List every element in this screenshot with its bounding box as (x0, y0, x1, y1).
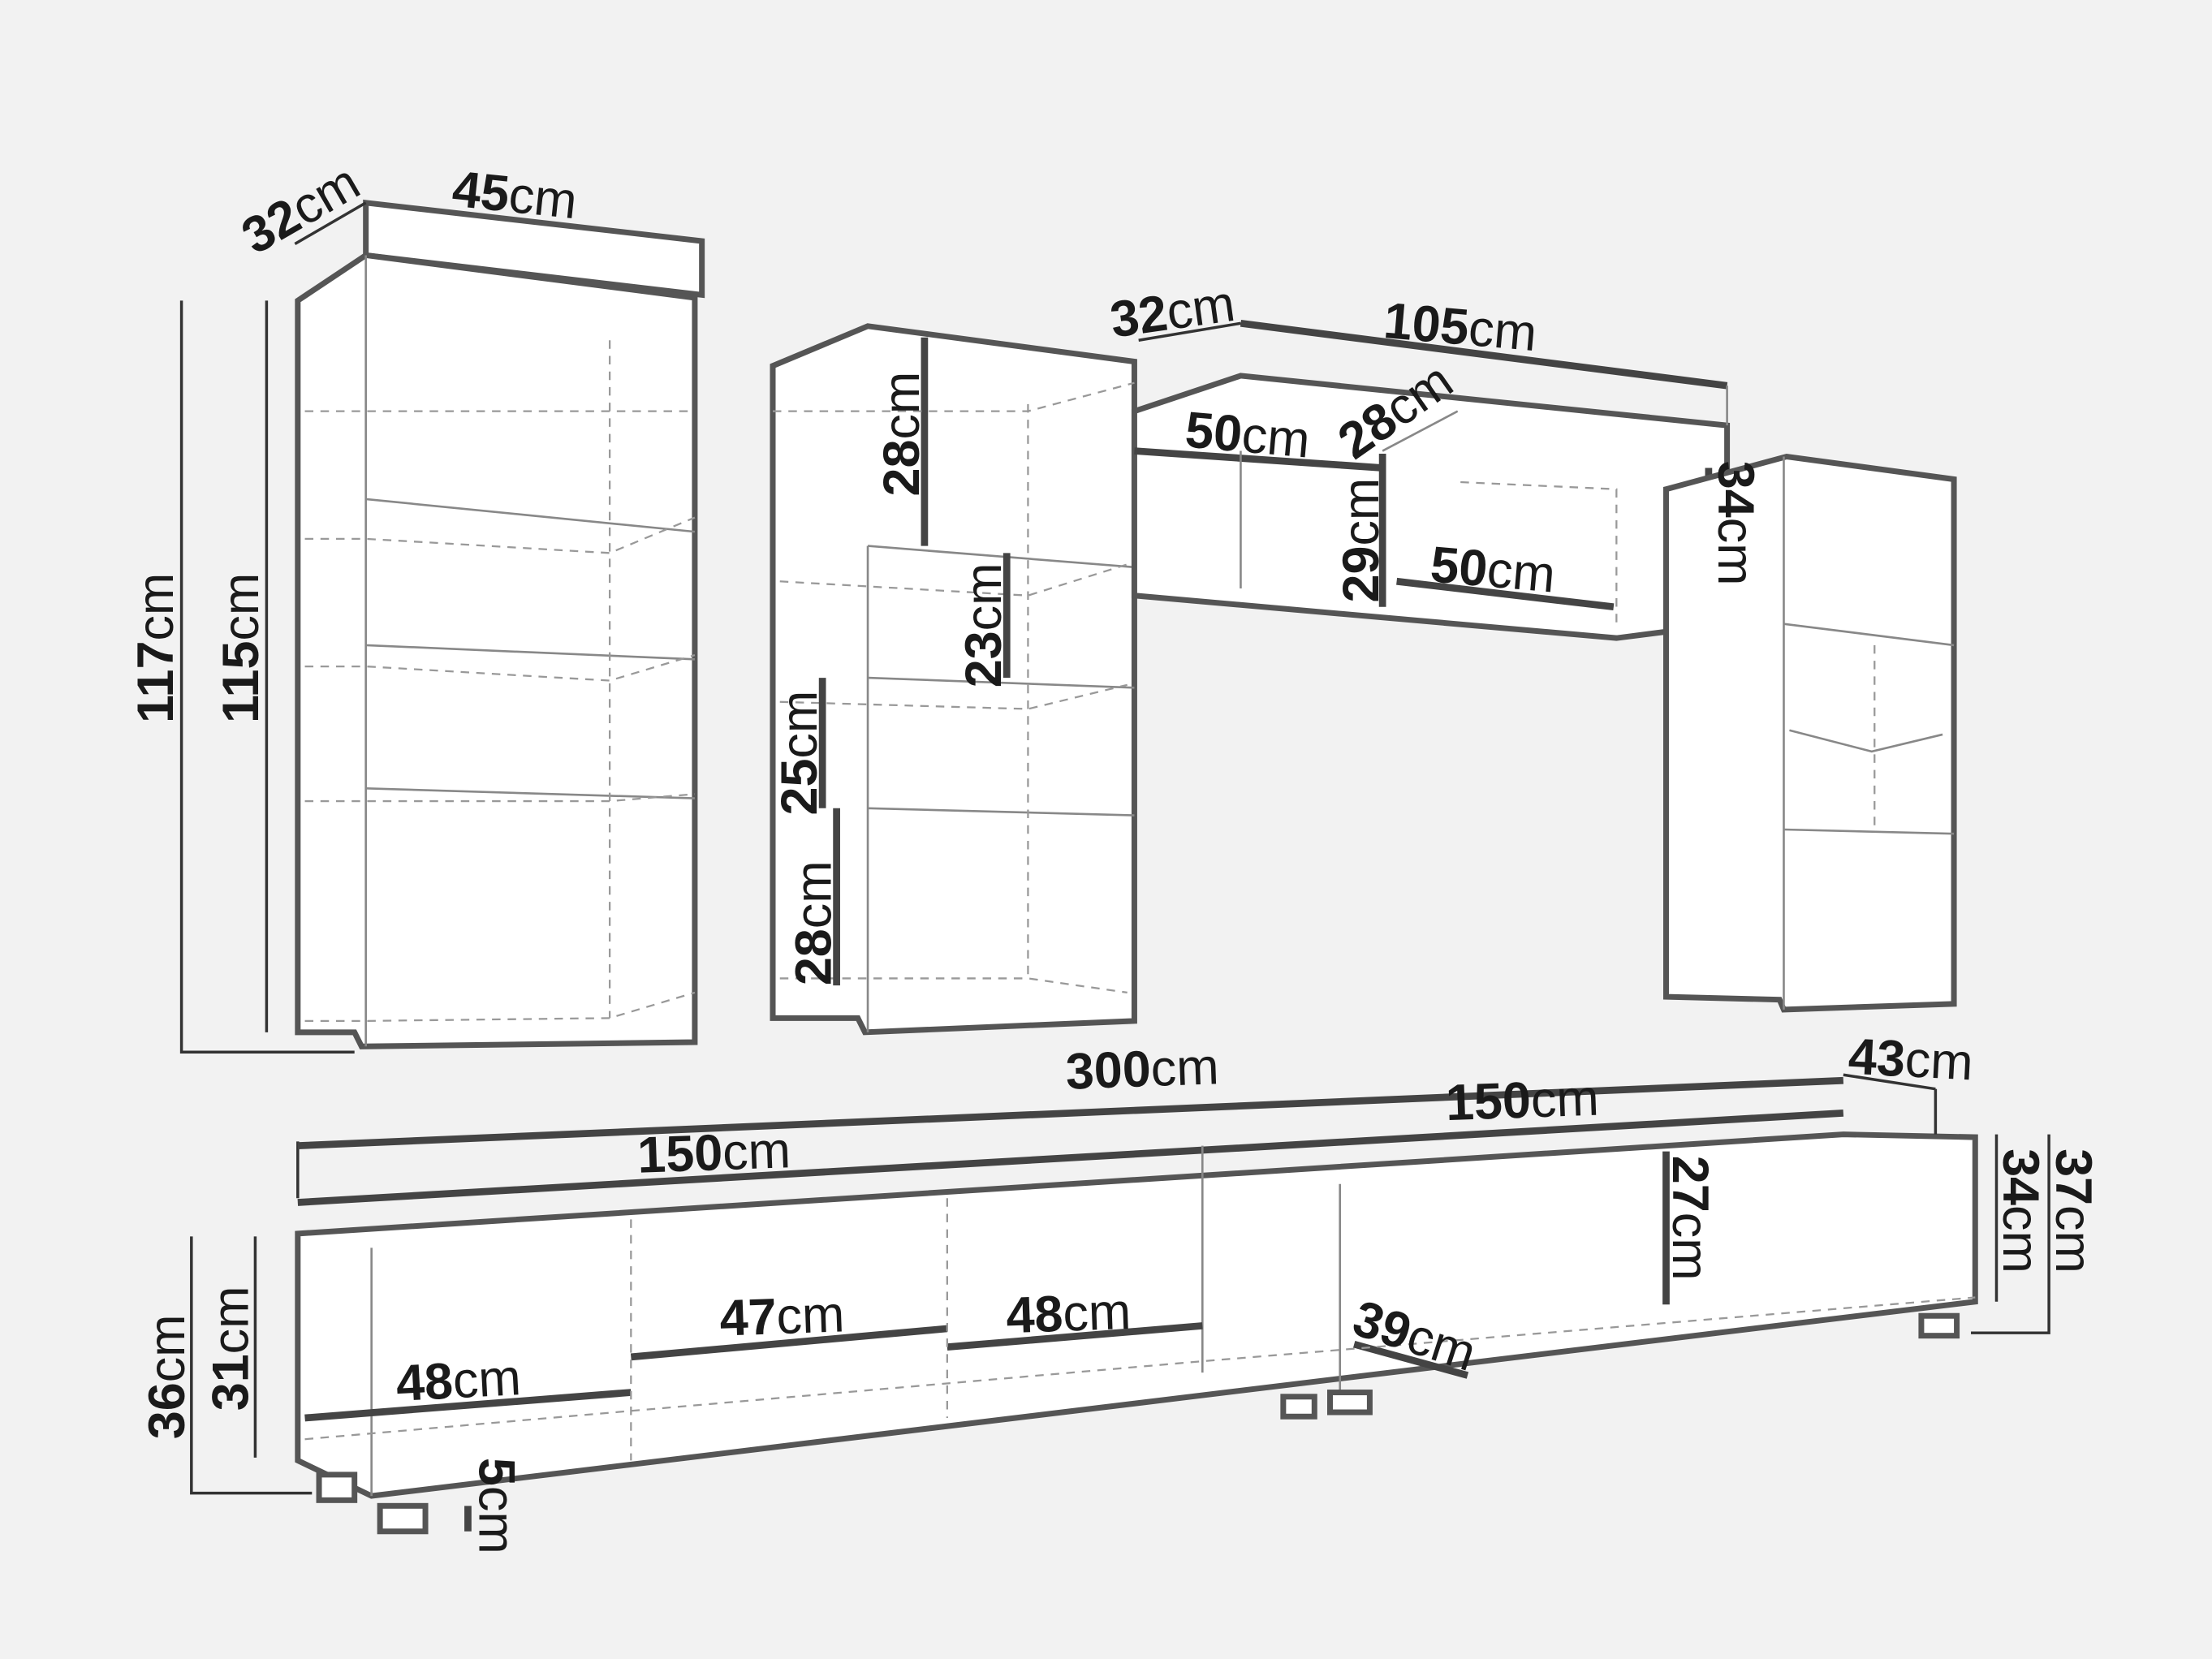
tv-unit (190, 1073, 2050, 1535)
label-shelf-inner-right: 50cm (1429, 536, 1558, 603)
label-shelf-inner-left: 50cm (1183, 402, 1312, 469)
leg (377, 1502, 429, 1535)
leg (1327, 1390, 1373, 1416)
label-tv-body-height-left: 31cm (203, 1286, 260, 1411)
label-tv-total-width: 300cm (1065, 1038, 1220, 1101)
label-shelf-height: 34cm (1707, 461, 1764, 586)
label-tall-body-height: 115cm (213, 573, 269, 723)
leg (316, 1472, 358, 1503)
label-tv-comp-3: 48cm (1005, 1283, 1132, 1344)
label-tv-comp-2: 47cm (718, 1286, 845, 1347)
label-tv-total-height-left: 36cm (139, 1314, 196, 1439)
middle-tower (770, 323, 1137, 1036)
label-tv-right-width: 150cm (1445, 1070, 1600, 1132)
label-tall-width: 45cm (450, 161, 580, 231)
label-shelf-depth: 32cm (1106, 275, 1238, 349)
label-tv-depth: 43cm (1847, 1028, 1974, 1092)
label-shelf-inner-height: 29cm (1333, 478, 1390, 603)
label-tower-low: 25cm (771, 691, 828, 816)
label-shelf-width: 105cm (1382, 292, 1539, 362)
label-tall-total-height: 117cm (127, 573, 184, 723)
label-tower-bottom: 28cm (786, 860, 843, 985)
leg (1280, 1394, 1317, 1420)
label-tv-inner-height: 27cm (1662, 1156, 1718, 1281)
right-tower (1662, 453, 1957, 1013)
leg (1918, 1312, 1960, 1339)
tall-cabinet (179, 199, 705, 1054)
label-tv-body-height: 34cm (1992, 1148, 2049, 1273)
label-tv-leg-height: 5cm (468, 1458, 524, 1554)
label-tv-total-height-right: 37cm (2045, 1148, 2102, 1273)
label-tv-comp-1: 48cm (395, 1349, 522, 1412)
dimension-labels: 32cm 45cm 117cm 115cm 32cm 105cm 50cm 28… (127, 153, 2102, 1554)
label-tower-mid: 23cm (955, 563, 1012, 688)
label-tower-top: 28cm (873, 372, 930, 497)
label-tv-left-width: 150cm (636, 1122, 791, 1184)
